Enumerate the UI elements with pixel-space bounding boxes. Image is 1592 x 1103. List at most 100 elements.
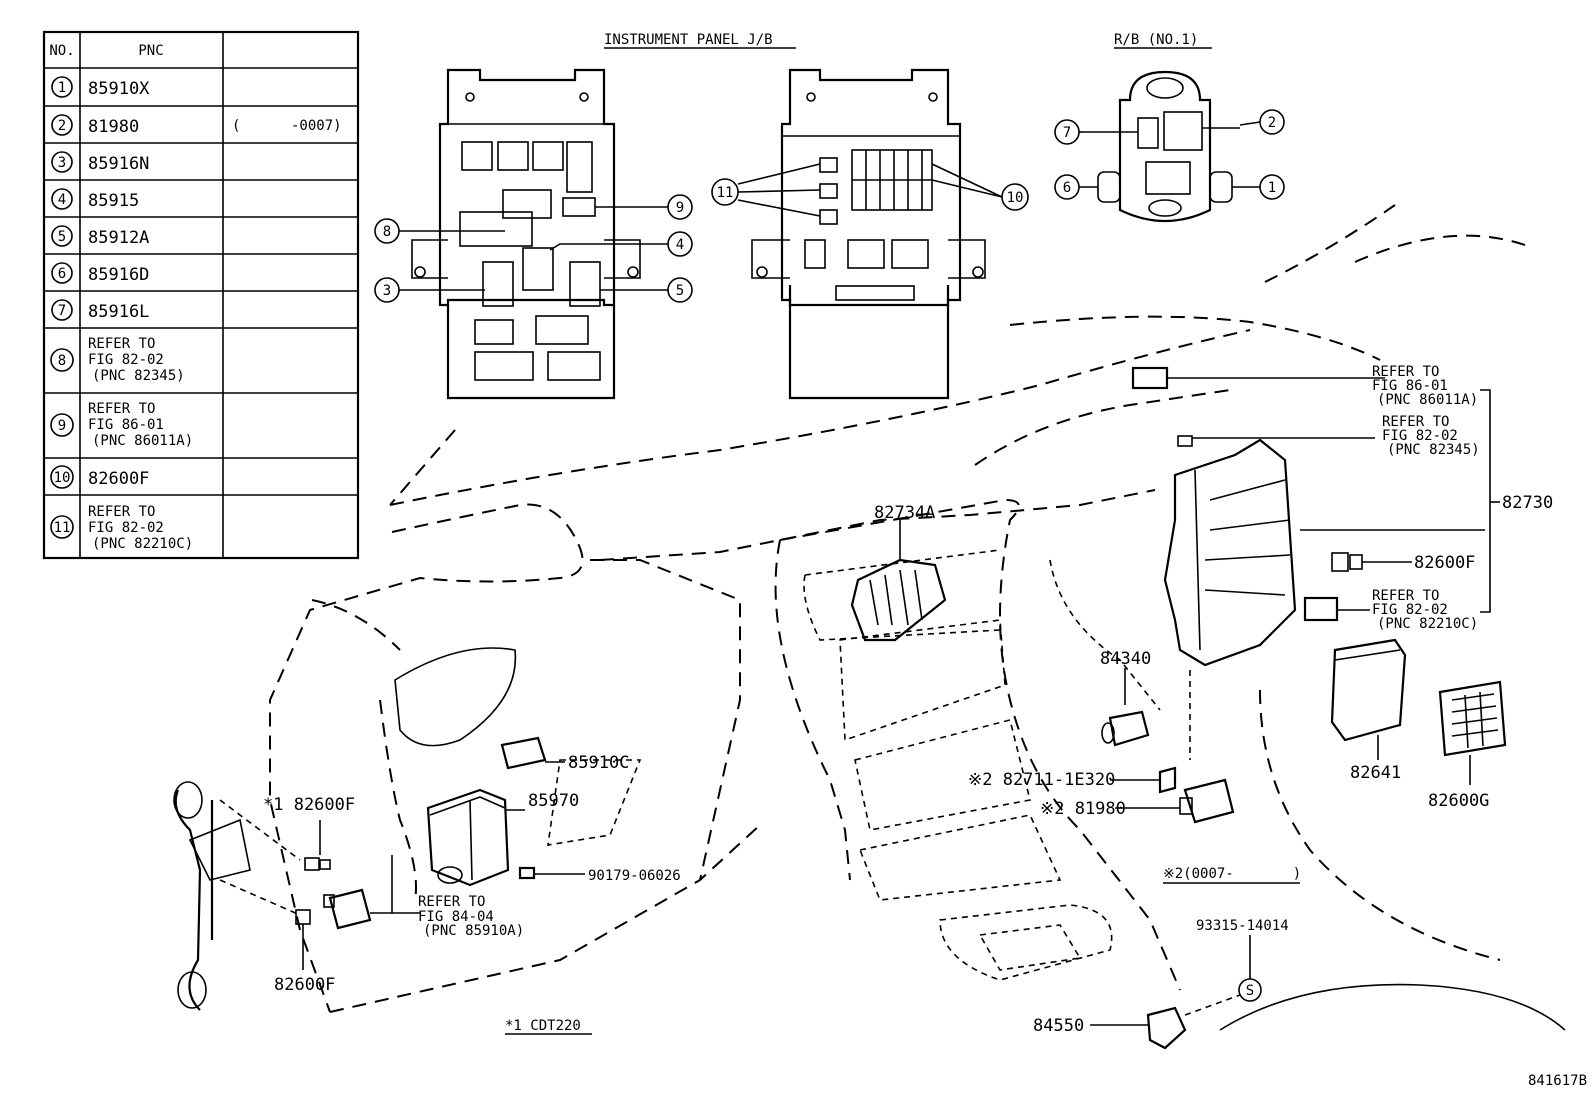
row-note: ( -0007)	[232, 118, 342, 134]
label-82734A: 82734A	[874, 503, 935, 523]
label-84340: 84340	[1100, 649, 1151, 669]
row-no: 4	[58, 192, 66, 208]
row-pnc: FIG 86-01	[88, 417, 164, 433]
label-85910C: 85910C	[568, 753, 629, 773]
refer-82210-line3: (PNC 82210C)	[1377, 616, 1478, 632]
callout-9: 9	[676, 200, 684, 216]
row-no: 6	[58, 266, 66, 282]
caption-rb: R/B (NO.1)	[1114, 32, 1198, 48]
relay-block	[1082, 70, 1240, 223]
part-82600F-right	[1331, 552, 1412, 572]
label-82600F-low: 82600F	[274, 975, 335, 995]
part-82734A	[850, 520, 947, 642]
callout-4: 4	[676, 237, 684, 253]
part-82600G	[1438, 680, 1507, 785]
row-pnc: 85912A	[88, 228, 149, 248]
label-82600F-right: 82600F	[1414, 553, 1475, 573]
part-connector-top	[1131, 366, 1385, 390]
row-pnc: FIG 82-02	[88, 520, 164, 536]
callout-8: 8	[383, 224, 391, 240]
row-no: 2	[58, 118, 66, 134]
header-pnc: PNC	[138, 43, 163, 59]
refer-82210-line2: FIG 82-02	[1372, 602, 1448, 618]
screw-symbol: S	[1246, 983, 1254, 999]
callout-circles	[374, 109, 1285, 303]
refer-86-line2: FIG 86-01	[1372, 378, 1448, 394]
callout-6: 6	[1063, 180, 1071, 196]
label-81980: ※2 81980	[1040, 799, 1126, 819]
callout-10: 10	[1007, 190, 1024, 206]
part-84550	[1090, 994, 1241, 1050]
part-82600F-star	[304, 820, 331, 871]
label-82600G: 82600G	[1428, 791, 1489, 811]
refer-82345-line1: REFER TO	[1382, 414, 1449, 430]
refer-82210-line1: REFER TO	[1372, 588, 1439, 604]
part-93315	[1238, 935, 1262, 1002]
row-no: 11	[54, 520, 71, 536]
row-pnc: 85915	[88, 191, 139, 211]
part-85970-block	[426, 788, 525, 887]
part-84340	[1101, 668, 1191, 760]
label-82600F-star: *1 82600F	[263, 795, 355, 815]
part-82711	[1110, 766, 1177, 794]
row-pnc: (PNC 82210C)	[92, 536, 193, 552]
label-93315-14014: 93315-14014	[1196, 918, 1289, 934]
label-82730: 82730	[1502, 493, 1553, 513]
refer-82345-line2: FIG 82-02	[1382, 428, 1458, 444]
footnote-2: ※2(0007- )	[1163, 866, 1301, 882]
row-pnc: 85910X	[88, 79, 150, 99]
part-81980-relay	[1115, 778, 1235, 824]
refer-86-line1: REFER TO	[1372, 364, 1439, 380]
row-pnc: (PNC 82345)	[92, 368, 185, 384]
row-no: 8	[58, 353, 66, 369]
row-pnc: 82600F	[88, 469, 149, 489]
callout-1: 1	[1268, 180, 1276, 196]
row-pnc: REFER TO	[88, 504, 155, 520]
callout-3: 3	[383, 283, 391, 299]
part-82730-jb	[1163, 435, 1485, 667]
refer-84-line2: FIG 84-04	[418, 909, 494, 925]
label-82641: 82641	[1350, 763, 1401, 783]
label-84550: 84550	[1033, 1016, 1084, 1036]
callout-5: 5	[676, 283, 684, 299]
part-harness	[173, 781, 301, 1011]
row-no: 3	[58, 155, 66, 171]
part-82210C-connector	[1303, 596, 1370, 622]
callout-7: 7	[1063, 125, 1071, 141]
row-number-circles	[50, 76, 74, 539]
row-pnc: 85916D	[88, 265, 149, 285]
callout-2: 2	[1268, 115, 1276, 131]
label-82711-1E320: ※2 82711-1E320	[968, 770, 1115, 790]
header-no: NO.	[49, 43, 74, 59]
row-pnc: 81980	[88, 117, 139, 137]
junction-block-front	[411, 68, 641, 400]
row-pnc: (PNC 86011A)	[92, 433, 193, 449]
dashboard-outline	[269, 204, 1566, 1031]
row-no: 7	[58, 303, 66, 319]
label-85970: 85970	[528, 791, 579, 811]
part-85910C	[500, 736, 565, 770]
caption-instrument-panel: INSTRUMENT PANEL J/B	[604, 32, 773, 48]
part-82641	[1330, 638, 1407, 760]
label-90179-06026: 90179-06026	[588, 868, 681, 884]
row-pnc: 85916N	[88, 154, 149, 174]
refer-82345-line3: (PNC 82345)	[1387, 442, 1480, 458]
refer-84-line3: (PNC 85910A)	[423, 923, 524, 939]
row-pnc: REFER TO	[88, 401, 155, 417]
figure-id: 841617B	[1528, 1073, 1587, 1089]
refer-84-line1: REFER TO	[418, 894, 485, 910]
row-no: 10	[54, 470, 71, 486]
part-82600F-low	[295, 909, 311, 970]
junction-block-rear	[751, 68, 986, 400]
row-no: 5	[58, 229, 66, 245]
row-pnc: REFER TO	[88, 336, 155, 352]
refer-86-line3: (PNC 86011A)	[1377, 392, 1478, 408]
caption-cdt220: *1 CDT220	[505, 1018, 581, 1034]
row-no: 1	[58, 80, 66, 96]
callout-11: 11	[717, 185, 734, 201]
row-no: 9	[58, 418, 66, 434]
row-pnc: FIG 82-02	[88, 352, 164, 368]
part-85910A	[323, 855, 420, 930]
parts-table: NO. PNC 1 2 3 4 5 6 7 8 9 10 11 85910X 8…	[42, 30, 360, 560]
